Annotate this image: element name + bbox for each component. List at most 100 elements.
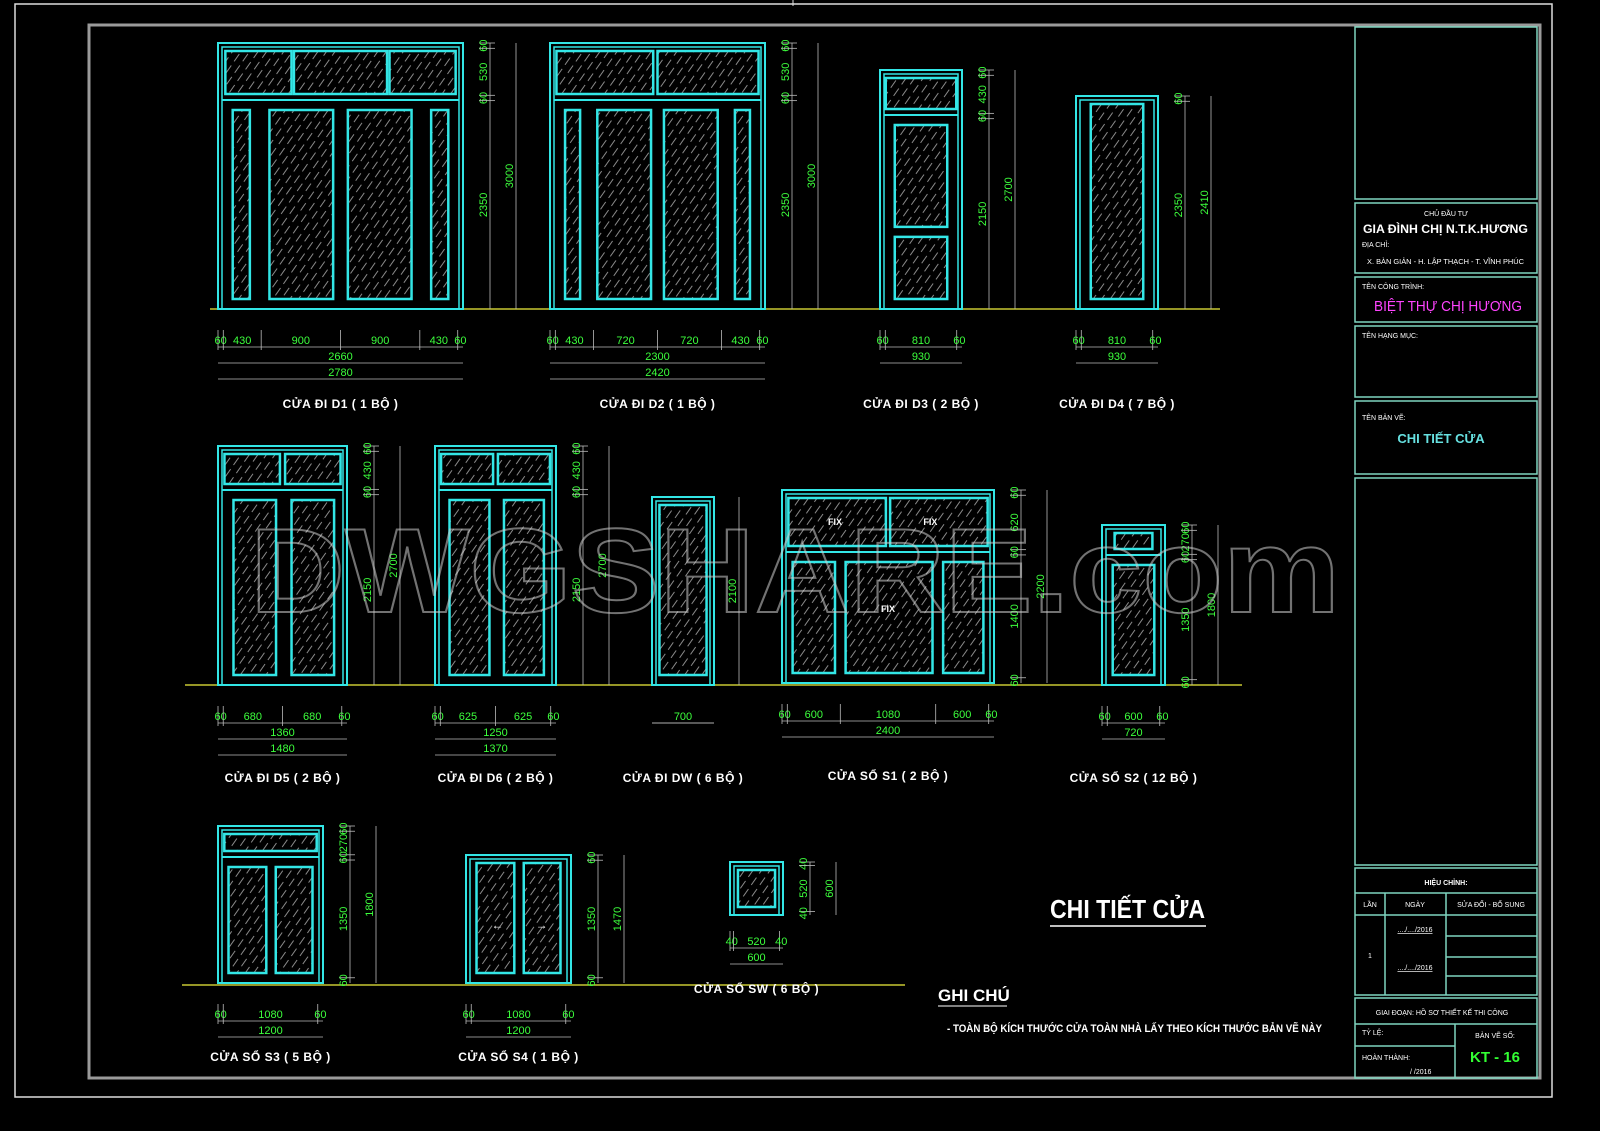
- width-dim: 1080: [506, 1009, 530, 1021]
- inner-frame: [1079, 99, 1155, 310]
- glass-panel: [791, 560, 837, 675]
- height-dim: 60: [1173, 93, 1185, 105]
- fix-label: FIX: [881, 604, 895, 614]
- revision-no: 1: [1368, 953, 1372, 960]
- sheet-outer-border: [14, 3, 1553, 1098]
- glass-panel: [290, 498, 336, 677]
- height-dim: 520: [798, 879, 810, 897]
- height-dim: 60: [1009, 674, 1021, 686]
- height-dim: 60: [977, 110, 989, 122]
- height-dim: 60: [1180, 676, 1192, 688]
- width-total: 700: [674, 711, 692, 723]
- height-dim: 620: [1009, 513, 1021, 531]
- height-total: 2200: [1035, 574, 1047, 598]
- transom-glass: [496, 452, 552, 486]
- width-dim: 520: [747, 936, 765, 948]
- width-dim: 60: [432, 711, 444, 723]
- glass-panel: [227, 865, 268, 975]
- width-dim: 60: [779, 709, 791, 721]
- arrow-left-icon: ←: [492, 918, 504, 932]
- width-dim: 810: [912, 335, 930, 347]
- width-total: 1370: [483, 743, 507, 755]
- glass-panel: [1111, 563, 1156, 677]
- revision-header-change: SỬA ĐỔI - BỔ SUNG: [1457, 900, 1525, 909]
- sheet-no-label: BẢN VẼ SỐ:: [1475, 1030, 1515, 1040]
- transom-glass: [1113, 531, 1154, 551]
- complete-label: HOÀN THÀNH:: [1362, 1053, 1410, 1062]
- height-dim: 60: [977, 67, 989, 79]
- height-total: 3000: [806, 164, 818, 188]
- height-total: 2700: [1003, 177, 1015, 201]
- owner-name: GIA ĐÌNH CHỊ N.T.K.HƯƠNG: [1363, 221, 1528, 236]
- height-total: 1800: [364, 892, 376, 916]
- width-dim: 60: [985, 709, 997, 721]
- height-dim: 60: [571, 486, 583, 498]
- inner-frame: [553, 46, 762, 310]
- height-total: 1800: [1206, 593, 1218, 617]
- width-total: 2660: [328, 351, 352, 363]
- inner-frame: [438, 449, 553, 686]
- height-dim: 60: [571, 443, 583, 455]
- inner-frame: [221, 449, 344, 686]
- inner-frame: [785, 493, 991, 684]
- width-total: 1480: [270, 743, 294, 755]
- door-label: CỬA SỔ SW ( 6 BỘ ): [694, 981, 819, 996]
- height-dim: 430: [362, 461, 374, 479]
- scale-label: TỶ LỆ:: [1362, 1028, 1383, 1037]
- width-total: 2780: [328, 367, 352, 379]
- glass-panel: [844, 560, 934, 675]
- width-dim: 900: [292, 335, 310, 347]
- width-dim: 430: [233, 335, 251, 347]
- project-name: BIỆT THỰ CHỊ HƯƠNG: [1374, 298, 1522, 315]
- height-total: 2700: [388, 553, 400, 577]
- width-dim: 60: [562, 1009, 574, 1021]
- notes-heading: GHI CHÚ: [938, 986, 1010, 1005]
- glass-panel: [1089, 102, 1145, 301]
- width-dim: 625: [514, 711, 532, 723]
- height-total: 3000: [504, 164, 516, 188]
- glass-panel: [268, 108, 335, 301]
- height-dim: 270: [1180, 533, 1192, 551]
- sheet-name-label: TÊN BẢN VẼ:: [1362, 413, 1406, 422]
- transom-glass: [439, 452, 495, 486]
- title-block: [1354, 26, 1538, 1079]
- width-dim: 720: [616, 335, 634, 347]
- height-dim: 60: [338, 974, 350, 986]
- notes-line: - TOÀN BỘ KÍCH THƯỚC CỬA TOÀN NHÀ LẤY TH…: [947, 1022, 1323, 1035]
- width-total: 2400: [876, 725, 900, 737]
- height-dim: 2350: [478, 193, 490, 217]
- width-dim: 60: [338, 711, 350, 723]
- watermark: DWGSHARE.com: [250, 504, 1340, 638]
- width-dim: 60: [953, 335, 965, 347]
- glass-panel: [733, 108, 752, 301]
- height-dim: 430: [977, 85, 989, 103]
- transom-glass: [388, 49, 457, 96]
- width-dim: 600: [805, 709, 823, 721]
- width-dim: 60: [314, 1009, 326, 1021]
- revision-date: ..../..../2016: [1397, 927, 1432, 934]
- transom-glass: [888, 496, 989, 548]
- width-dim: 60: [756, 335, 768, 347]
- width-total: 600: [747, 952, 765, 964]
- height-dim: 40: [798, 858, 810, 870]
- width-total: 1250: [483, 727, 507, 739]
- width-dim: 60: [1156, 711, 1168, 723]
- door-label: CỬA ĐI DW ( 6 BỘ ): [623, 770, 744, 785]
- width-dim: 60: [1149, 335, 1161, 347]
- inner-frame: [469, 858, 568, 984]
- glass-panel: [941, 560, 985, 675]
- sheet-name: CHI TIẾT CỬA: [1397, 431, 1485, 446]
- height-dim: 60: [478, 92, 490, 104]
- glass-panel: [563, 108, 582, 301]
- height-total: 2410: [1199, 190, 1211, 214]
- width-dim: 1080: [876, 709, 900, 721]
- height-total: 2100: [727, 579, 739, 603]
- height-dim: 1350: [1180, 607, 1192, 631]
- height-dim: 60: [338, 851, 350, 863]
- transom-glass: [224, 49, 293, 96]
- width-dim: 40: [726, 936, 738, 948]
